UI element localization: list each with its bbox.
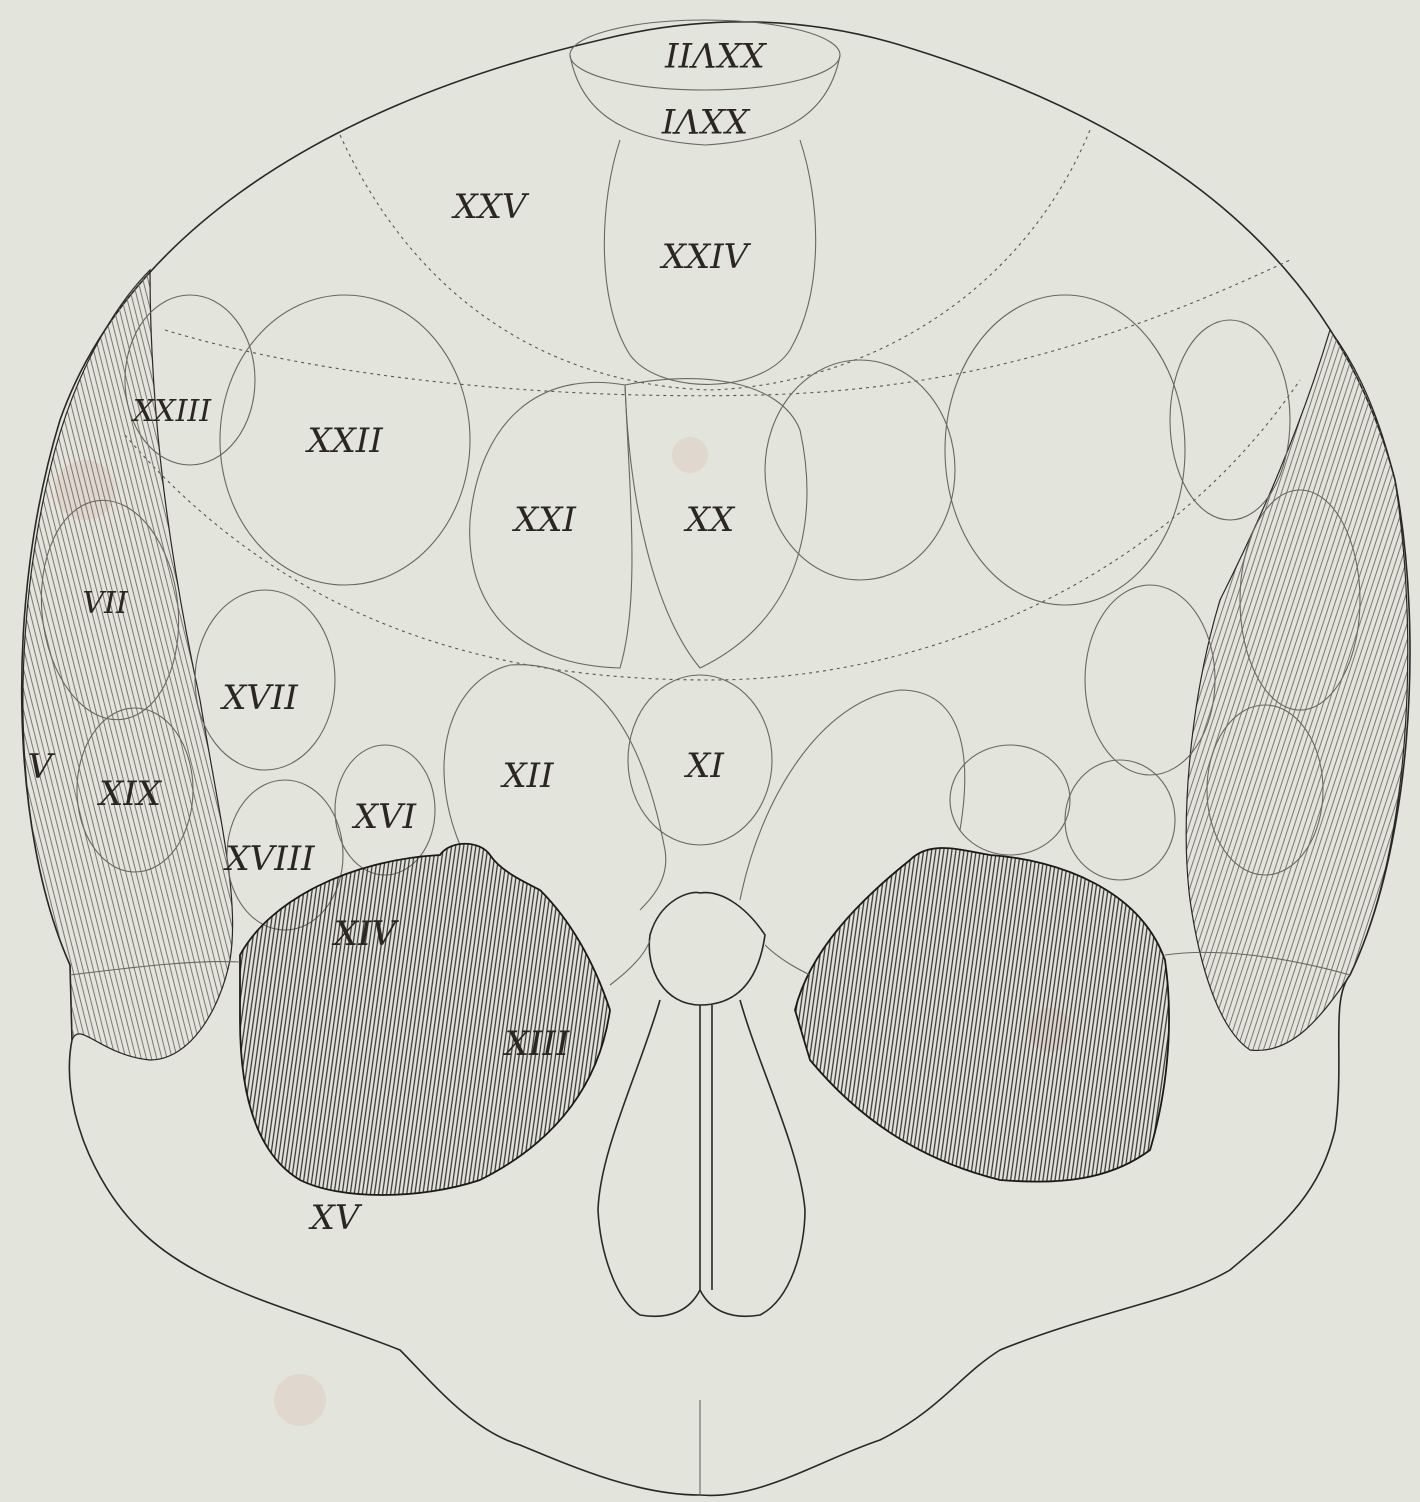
label-xxiii: XXIII [131, 394, 212, 429]
label-xxvi: XXVI [661, 100, 751, 140]
cranial-dotted-line-upper [165, 260, 1290, 396]
right-orbit [795, 848, 1169, 1182]
left-orbit [240, 844, 610, 1195]
label-xxv: XXV [451, 187, 530, 227]
label-xv: XV [308, 1198, 363, 1238]
right-lower-circle-a [950, 745, 1070, 855]
label-xxvii: XXVII [665, 34, 768, 74]
label-xiv: XIV [331, 914, 400, 954]
label-xx: XX [683, 500, 736, 540]
label-xxi: XXI [511, 500, 576, 540]
label-xxiv: XXIV [659, 237, 752, 277]
nasal-septum [700, 1005, 712, 1290]
right-mid-circle [765, 360, 955, 580]
label-xiii: XIII [502, 1024, 570, 1064]
label-xi: XI [683, 746, 724, 786]
label-xxii: XXII [304, 421, 383, 461]
label-xii: XII [499, 756, 554, 796]
nasal-cavity [598, 1000, 805, 1316]
label-v: V [28, 747, 56, 787]
right-temporal-hatch [1186, 330, 1408, 1050]
label-vii: VII [82, 586, 129, 621]
nasal-bones [649, 892, 765, 1005]
label-xvi: XVI [351, 797, 417, 837]
label-xviii: XVIII [222, 839, 315, 879]
label-xvii: XVII [219, 678, 298, 718]
right-lower-circle-b [1065, 760, 1175, 880]
right-large-circle [945, 295, 1185, 605]
label-xix: XIX [96, 774, 163, 814]
